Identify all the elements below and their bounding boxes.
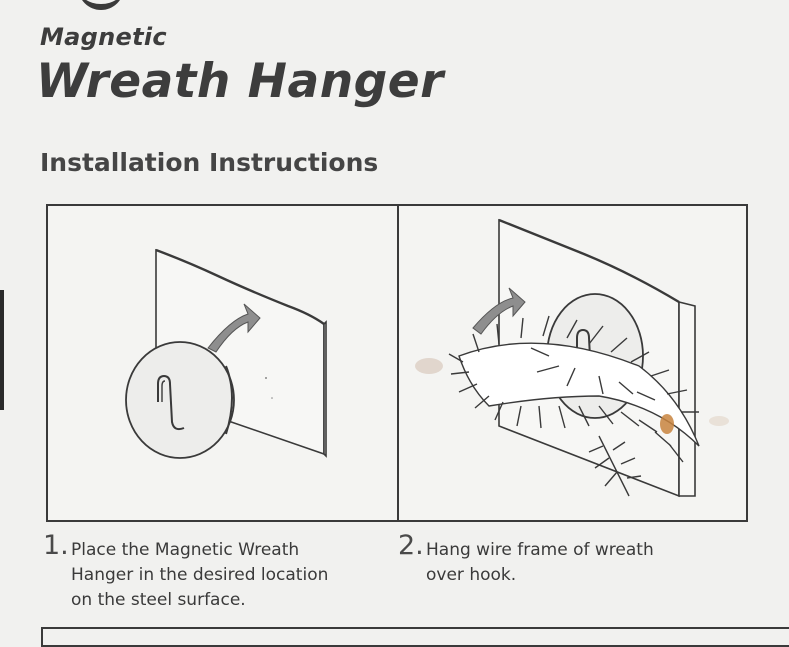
scan-edge-mark [0,290,4,410]
section-heading: Installation Instructions [40,148,379,177]
step-text-line: on the steel surface. [71,590,246,610]
hook-icon [157,374,185,431]
step-number: 1. [43,530,69,561]
step-text-line: Place the Magnetic Wreath [71,540,300,560]
product-subtitle: Magnetic [40,23,167,51]
step-text-line: Hang wire frame of wreath [426,540,654,560]
step-text-line: Hanger in the desired location [71,565,329,585]
step-number: 2. [398,530,424,561]
step-text-line: over hook. [426,565,517,585]
magnet-attach-illustration [125,248,327,459]
hook-icon [576,328,592,377]
surface-torn-edge [498,218,680,304]
product-title: Wreath Hanger [36,54,444,109]
wreath-branch [448,315,700,497]
illustration-panel-step-2 [397,204,748,522]
arrow-icon [472,287,526,335]
magnet-disc [125,341,235,459]
illustration-panel-step-1 [46,204,399,522]
wreath-accent [660,414,674,434]
brand-logo-mark [78,0,124,10]
wreath-hang-illustration [415,218,729,498]
next-section-box [41,627,789,647]
surface-torn-edge [155,248,325,325]
arrow-icon [207,303,261,353]
